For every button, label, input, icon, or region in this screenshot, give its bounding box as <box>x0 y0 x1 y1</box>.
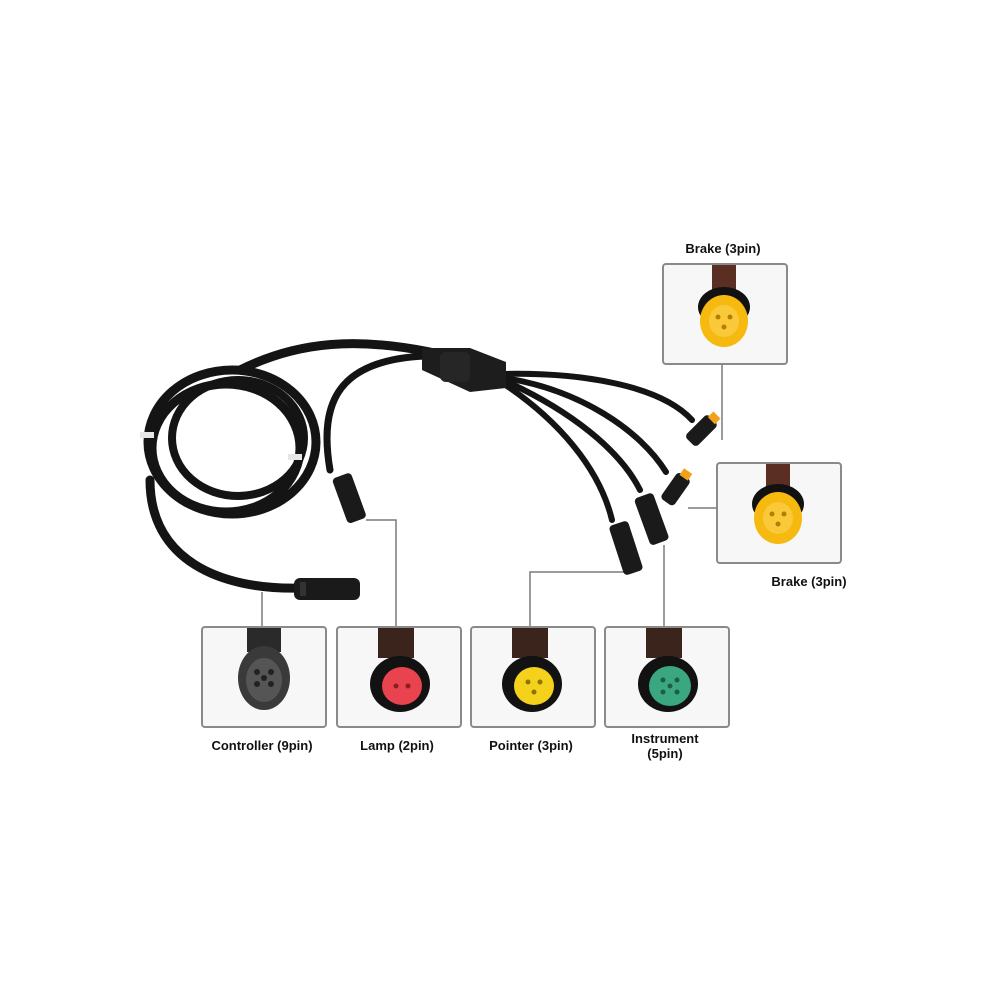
cable-to-pointer <box>495 377 615 523</box>
instrument-connector-photo <box>604 626 730 728</box>
label-brake-top: Brake (3pin) <box>685 241 761 256</box>
coil-lead-to-splitter <box>235 339 435 375</box>
callout-line-pointer <box>529 571 625 626</box>
controller-connector-icon <box>238 628 290 710</box>
coil-lead-to-controller <box>145 475 305 593</box>
label-instrument-line1: Instrument <box>631 731 699 746</box>
pointer-connector-photo <box>470 626 596 728</box>
plug-brake-right <box>661 468 693 506</box>
brake-top-connector-photo <box>662 263 788 365</box>
instrument-connector-icon <box>638 628 698 712</box>
cable-to-brake-right <box>502 375 669 475</box>
plug-brake-top <box>686 411 721 446</box>
coil-tie-left <box>140 432 154 438</box>
coil-tie-right <box>288 454 302 460</box>
lamp-connector-photo <box>336 626 462 728</box>
label-instrument: Instrument (5pin) <box>604 731 726 761</box>
plug-lamp <box>332 473 366 523</box>
lamp-connector-icon <box>370 628 430 712</box>
brake-connector-icon <box>698 265 750 347</box>
plug-pointer <box>609 521 643 575</box>
cable-to-brake-top <box>497 370 695 423</box>
pointer-connector-icon <box>502 628 562 712</box>
cable-to-lamp <box>323 352 429 474</box>
controller-connector-photo <box>201 626 327 728</box>
splitter-body <box>422 348 506 392</box>
label-brake-right: Brake (3pin) <box>771 574 847 589</box>
plug-controller <box>294 578 360 600</box>
coil-loop-3 <box>168 376 308 500</box>
label-controller: Controller (9pin) <box>211 738 313 753</box>
cable-to-instrument <box>500 377 643 493</box>
coiled-cable <box>143 339 695 593</box>
brake-connector-icon <box>752 464 804 544</box>
callout-lines <box>261 362 723 626</box>
brake-right-connector-photo <box>716 462 842 564</box>
label-pointer: Pointer (3pin) <box>489 738 573 753</box>
label-lamp: Lamp (2pin) <box>360 738 434 753</box>
label-instrument-line2: (5pin) <box>647 746 683 761</box>
callout-line-lamp <box>366 519 397 626</box>
plug-instrument <box>634 493 669 545</box>
